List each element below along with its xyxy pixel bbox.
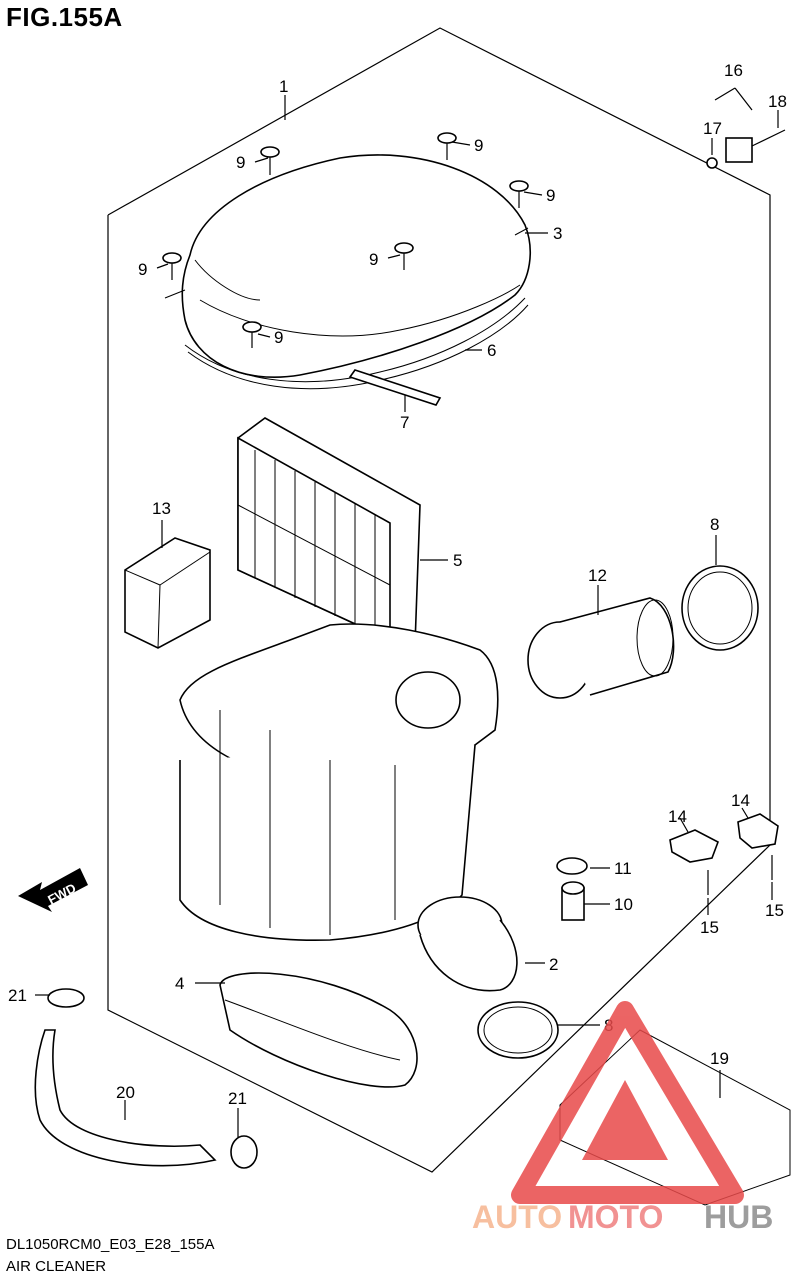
sponge-block-part	[124, 537, 211, 649]
callout-20: 20	[116, 1083, 135, 1102]
fwd-label: FWD	[45, 880, 78, 907]
fwd-arrow-icon: FWD	[18, 868, 88, 912]
callout-9-a: 9	[236, 153, 245, 172]
callout-7: 7	[400, 413, 409, 432]
air-cleaner-case-part	[179, 623, 499, 942]
leader-lines	[35, 87, 779, 1138]
callout-16: 16	[724, 61, 743, 80]
air-cleaner-cap-part	[164, 154, 531, 379]
callout-19: 19	[710, 1049, 729, 1068]
watermark-text-moto: MOTO	[568, 1199, 663, 1230]
filter-element-part	[237, 417, 421, 646]
callout-9-c: 9	[546, 186, 555, 205]
lower-resonator-part	[219, 972, 418, 1088]
bolt-icon	[706, 129, 786, 169]
callout-3: 3	[553, 224, 562, 243]
callout-11: 11	[614, 859, 632, 878]
callout-2: 2	[549, 955, 558, 974]
drain-hose-part	[34, 988, 258, 1169]
intake-tube-part	[527, 597, 675, 699]
callout-15-a: 15	[700, 918, 719, 937]
callout-5: 5	[453, 551, 462, 570]
callout-9-f: 9	[274, 328, 283, 347]
callout-13: 13	[152, 499, 171, 518]
callout-14-a: 14	[668, 807, 687, 826]
strip-part	[348, 369, 442, 406]
section-name: AIR CLEANER	[6, 1258, 107, 1275]
watermark-logo: AUTO MOTO HUB	[472, 1001, 773, 1230]
callout-14-b: 14	[731, 791, 750, 810]
callout-15-b: 15	[765, 901, 784, 920]
cap-part	[556, 857, 588, 921]
outlet-duct-part	[417, 896, 518, 992]
callout-9-e: 9	[369, 250, 378, 269]
screw-icon	[162, 132, 529, 348]
callout-8-upper: 8	[710, 515, 719, 534]
callout-21-a: 21	[8, 986, 27, 1005]
hose-clamp-part-lower	[477, 1001, 559, 1059]
callout-10: 10	[614, 895, 633, 914]
hose-clamp-part	[681, 565, 759, 651]
callout-labels: 1 2 3 4 5 6 7 8 8 9 9 9 9 9 9 10 11 12 1…	[8, 61, 787, 1108]
watermark-text-auto: AUTO	[472, 1199, 562, 1230]
callout-17: 17	[703, 119, 722, 138]
figure-title: FIG.155A	[6, 2, 123, 32]
watermark-text-hub: HUB	[704, 1199, 773, 1230]
callout-18: 18	[768, 92, 787, 111]
diagram-code: DL1050RCM0_E03_E28_155A	[6, 1236, 215, 1253]
callout-1: 1	[279, 77, 288, 96]
bracket-part	[669, 813, 779, 895]
callout-12: 12	[588, 566, 607, 585]
callout-9-b: 9	[474, 136, 483, 155]
callout-9-d: 9	[138, 260, 147, 279]
exploded-parts-diagram: FWD	[8, 27, 791, 1230]
callout-6: 6	[487, 341, 496, 360]
callout-21-b: 21	[228, 1089, 247, 1108]
callout-4: 4	[175, 974, 184, 993]
